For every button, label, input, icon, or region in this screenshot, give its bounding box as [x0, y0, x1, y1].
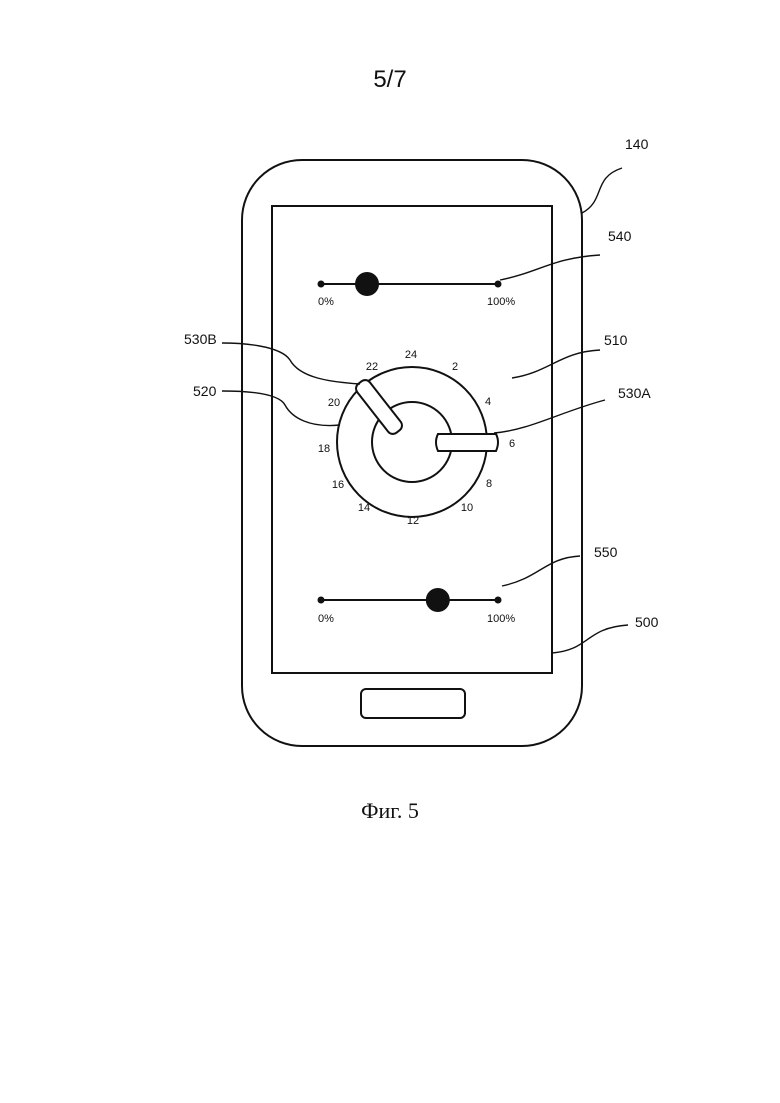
top-slider-max-label: 100% — [487, 296, 515, 308]
bottom-slider-max-label: 100% — [487, 613, 515, 625]
ref-500: 500 — [635, 614, 659, 630]
ref-510: 510 — [604, 332, 628, 348]
ref-550: 550 — [594, 544, 618, 560]
bottom-slider-min-label: 0% — [318, 613, 334, 625]
ref-530a: 530A — [618, 385, 651, 401]
dial-tick-2: 2 — [452, 361, 458, 373]
dial-tick-6: 6 — [509, 438, 515, 450]
leader-510 — [512, 350, 600, 378]
leader-550 — [502, 556, 580, 586]
bottom-slider-max-dot — [495, 597, 502, 604]
leader-500 — [552, 625, 628, 653]
dial-tick-20: 20 — [328, 397, 340, 409]
leader-520 — [222, 391, 340, 426]
bottom-slider[interactable]: 0% 100% — [318, 588, 516, 625]
dial-tick-14: 14 — [358, 502, 370, 514]
top-slider-max-dot — [495, 281, 502, 288]
ref-530b: 530B — [184, 331, 217, 347]
bottom-slider-min-dot — [318, 597, 325, 604]
dial-tick-12: 12 — [407, 515, 419, 527]
leader-140 — [582, 168, 622, 213]
dial-tick-24: 24 — [405, 349, 417, 361]
ref-140: 140 — [625, 136, 649, 152]
dial-knob-a[interactable] — [436, 434, 498, 451]
top-slider-min-label: 0% — [318, 296, 334, 308]
leader-540 — [500, 255, 600, 280]
bottom-slider-thumb[interactable] — [426, 588, 450, 612]
home-button[interactable] — [361, 689, 465, 718]
time-dial[interactable]: 24 2 4 6 8 10 12 14 16 18 20 22 — [318, 349, 515, 527]
top-slider[interactable]: 0% 100% — [318, 272, 516, 308]
top-slider-min-dot — [318, 281, 325, 288]
leader-530a — [494, 400, 605, 433]
dial-tick-10: 10 — [461, 502, 473, 514]
dial-tick-16: 16 — [332, 479, 344, 491]
ref-520: 520 — [193, 383, 217, 399]
dial-tick-8: 8 — [486, 478, 492, 490]
figure-caption: Фиг. 5 — [340, 798, 440, 824]
top-slider-thumb[interactable] — [355, 272, 379, 296]
dial-tick-22: 22 — [366, 361, 378, 373]
dial-tick-4: 4 — [485, 396, 491, 408]
dial-tick-18: 18 — [318, 443, 330, 455]
ref-540: 540 — [608, 228, 632, 244]
